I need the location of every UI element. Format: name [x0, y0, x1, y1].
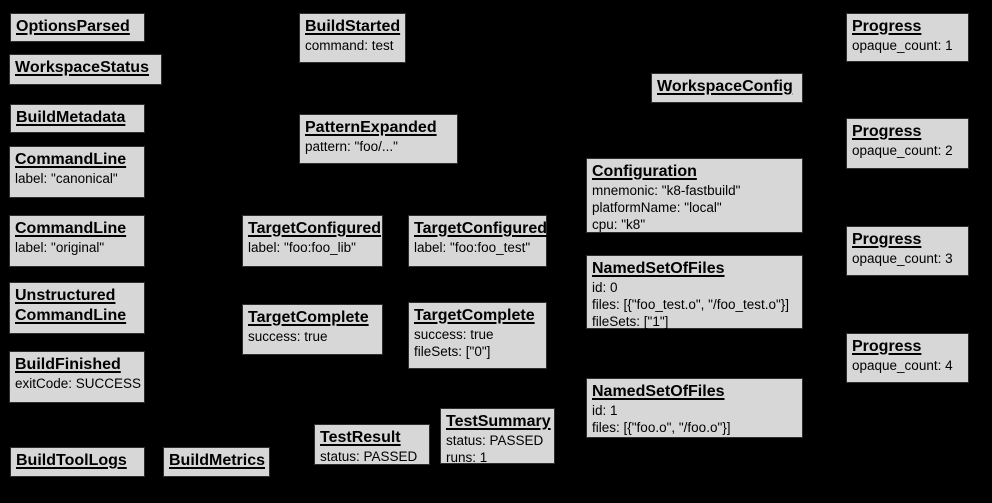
node-title: TargetComplete — [414, 307, 535, 324]
node-title: TestSummary — [446, 413, 551, 430]
node-field: success: true — [414, 327, 494, 342]
node-title: Progress — [852, 18, 922, 35]
node-test-result: TestResult status: PASSED — [314, 424, 430, 465]
node-test-summary: TestSummary status: PASSED runs: 1 — [440, 408, 555, 465]
node-field: fileSets: ["1"] — [592, 314, 669, 329]
node-title: Unstructured CommandLine — [15, 287, 127, 324]
node-progress-1: Progress opaque_count: 1 — [846, 13, 969, 62]
node-title: BuildToolLogs — [16, 452, 127, 469]
node-title: TargetConfigured — [414, 220, 548, 237]
node-title: BuildFinished — [15, 356, 121, 373]
node-field: id: 0 — [592, 280, 618, 295]
node-progress-3: Progress opaque_count: 3 — [846, 226, 969, 276]
node-title: WorkspaceStatus — [15, 59, 149, 76]
node-title: NamedSetOfFiles — [592, 260, 725, 277]
node-title: WorkspaceConfig — [657, 78, 793, 95]
node-field: fileSets: ["0"] — [414, 344, 491, 359]
node-field: platformName: "local" — [592, 200, 722, 215]
node-build-started: BuildStarted command: test — [299, 13, 406, 63]
node-field: status: PASSED — [446, 433, 544, 448]
node-title: BuildMetadata — [16, 109, 126, 126]
node-title: CommandLine — [15, 151, 127, 168]
node-target-complete-foo-lib: TargetComplete success: true — [242, 304, 383, 355]
node-field: opaque_count: 1 — [852, 38, 953, 53]
node-field: label: "foo:foo_test" — [414, 240, 531, 255]
node-field: cpu: "k8" — [592, 217, 646, 232]
node-title: PatternExpanded — [305, 119, 437, 136]
node-field: opaque_count: 2 — [852, 143, 953, 158]
node-progress-2: Progress opaque_count: 2 — [846, 118, 969, 169]
node-workspace-config: WorkspaceConfig — [651, 73, 803, 103]
node-title: Progress — [852, 231, 922, 248]
node-field: exitCode: SUCCESS — [15, 376, 142, 391]
node-pattern-expanded: PatternExpanded pattern: "foo/..." — [299, 114, 458, 164]
node-unstructured-command-line: Unstructured CommandLine — [9, 282, 145, 334]
node-field: label: "foo:foo_lib" — [248, 240, 356, 255]
node-title: OptionsParsed — [16, 18, 130, 35]
node-field: files: [{"foo.o", "/foo.o"}] — [592, 420, 731, 435]
node-title: Progress — [852, 123, 922, 140]
node-title: NamedSetOfFiles — [592, 383, 725, 400]
node-named-set-of-files-1: NamedSetOfFiles id: 1 files: [{"foo.o", … — [586, 378, 803, 438]
node-field: mnemonic: "k8-fastbuild" — [592, 183, 741, 198]
node-title: BuildMetrics — [169, 452, 266, 469]
node-named-set-of-files-0: NamedSetOfFiles id: 0 files: [{"foo_test… — [586, 255, 803, 329]
node-field: pattern: "foo/..." — [305, 139, 398, 154]
node-command-line-original: CommandLine label: "original" — [9, 215, 145, 267]
node-field: files: [{"foo_test.o", "/foo_test.o"}] — [592, 297, 790, 312]
node-field: opaque_count: 4 — [852, 358, 953, 373]
node-field: runs: 1 — [446, 450, 488, 465]
node-title: Configuration — [592, 163, 697, 180]
node-field: success: true — [248, 329, 328, 344]
node-configuration: Configuration mnemonic: "k8-fastbuild" p… — [586, 158, 803, 233]
node-command-line-canonical: CommandLine label: "canonical" — [9, 146, 145, 198]
node-field: id: 1 — [592, 403, 618, 418]
node-build-tool-logs: BuildToolLogs — [10, 447, 145, 477]
node-field: command: test — [305, 38, 394, 53]
node-title: TestResult — [320, 429, 401, 446]
node-target-complete-foo-test: TargetComplete success: true fileSets: [… — [408, 302, 547, 369]
node-field: status: PASSED — [320, 449, 418, 464]
node-title: Progress — [852, 338, 922, 355]
node-build-metrics: BuildMetrics — [163, 447, 270, 477]
node-target-configured-foo-test: TargetConfigured label: "foo:foo_test" — [408, 215, 547, 267]
node-field: label: "original" — [15, 240, 105, 255]
node-field: label: "canonical" — [15, 171, 118, 186]
node-options-parsed: OptionsParsed — [10, 13, 145, 42]
node-progress-4: Progress opaque_count: 4 — [846, 333, 969, 383]
node-title: TargetConfigured — [248, 220, 382, 237]
node-title: CommandLine — [15, 220, 127, 237]
node-target-configured-foo-lib: TargetConfigured label: "foo:foo_lib" — [242, 215, 383, 267]
node-title: BuildStarted — [305, 18, 401, 35]
node-title: TargetComplete — [248, 309, 369, 326]
node-build-metadata: BuildMetadata — [10, 104, 145, 133]
node-build-finished: BuildFinished exitCode: SUCCESS — [9, 351, 145, 403]
node-field: opaque_count: 3 — [852, 251, 953, 266]
node-workspace-status: WorkspaceStatus — [9, 54, 162, 85]
